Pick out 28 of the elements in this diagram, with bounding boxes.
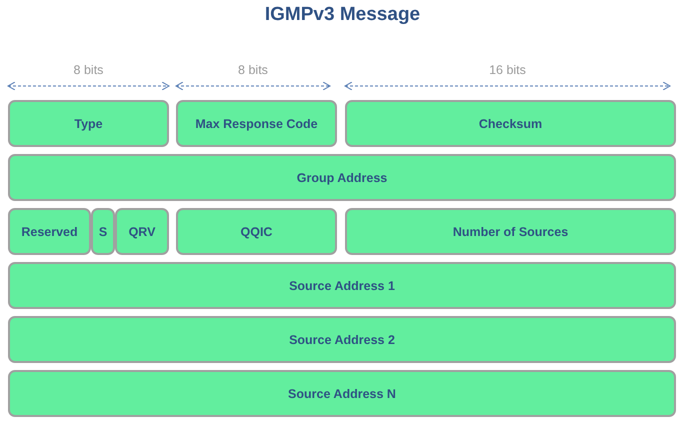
field-box bbox=[8, 370, 676, 417]
field-name: Checksum bbox=[478, 116, 542, 130]
field-name: Source Address N bbox=[288, 386, 396, 400]
field-box bbox=[176, 100, 337, 147]
field-box bbox=[8, 154, 676, 201]
field-box bbox=[8, 316, 676, 363]
field-box bbox=[345, 100, 676, 147]
field-name: Source Address 2 bbox=[289, 332, 395, 346]
title: IGMPv3 Message bbox=[264, 4, 422, 26]
field-name: QRV bbox=[128, 224, 156, 238]
field-name: Max Response Code bbox=[195, 116, 318, 130]
field-box bbox=[8, 100, 169, 147]
field-box bbox=[91, 208, 115, 255]
field-box bbox=[8, 208, 91, 255]
field-box bbox=[115, 208, 169, 255]
field-name: Number of Sources bbox=[452, 224, 568, 238]
bit-width-label: 16 bits bbox=[488, 63, 527, 77]
bit-width-label: 8 bits bbox=[237, 63, 269, 77]
field-name: Type bbox=[74, 116, 103, 130]
field-box bbox=[176, 208, 337, 255]
field-name: S bbox=[98, 224, 108, 238]
field-name: Group Address bbox=[296, 170, 388, 184]
field-name: QQIC bbox=[240, 224, 272, 238]
field-name: Source Address 1 bbox=[289, 278, 395, 292]
field-box bbox=[345, 208, 676, 255]
bit-width-label: 8 bits bbox=[72, 63, 104, 77]
field-name: Reserved bbox=[21, 224, 78, 238]
field-box bbox=[8, 262, 676, 309]
